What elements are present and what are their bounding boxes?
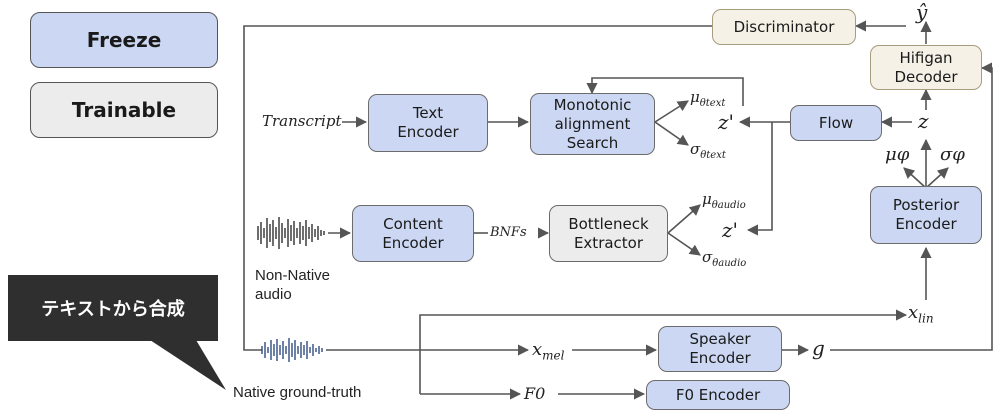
g-to-hifigan-line <box>830 62 993 351</box>
f0-encoder-box: F0 Encoder <box>646 380 790 410</box>
discriminator-box: Discriminator <box>712 9 856 45</box>
x-mel-label: xmel <box>532 339 565 363</box>
text-encoder-line2: Encoder <box>397 123 459 141</box>
sigma-theta-text-label: σθtext <box>690 140 726 161</box>
legend-freeze: Freeze <box>30 12 218 68</box>
x-lin-label: xlin <box>908 302 934 326</box>
non-native-audio-label: Non-Native audio <box>255 266 330 304</box>
content-encoder-line1: Content <box>383 214 443 233</box>
mas-line3: Search <box>566 133 619 152</box>
speaker-encoder-box: Speaker Encoder <box>658 326 782 372</box>
non-native-line2: audio <box>255 286 292 303</box>
z-label: z <box>918 109 929 133</box>
sigma-phi-label: σφ <box>940 144 965 165</box>
mas-line2: alignment <box>554 114 631 133</box>
hifigan-label-line2: Decoder <box>894 67 958 86</box>
legend-freeze-label: Freeze <box>86 27 162 52</box>
posterior-to-mu-phi <box>903 167 927 189</box>
transcript-label: Transcript <box>262 112 342 130</box>
disc-loop-line <box>243 25 712 351</box>
mas-to-sigma-text <box>654 121 689 146</box>
callout-bubble: テキストから合成 <box>8 275 218 341</box>
text-encoder-line1: Text <box>412 104 444 122</box>
mu-phi-label: μφ <box>885 144 910 165</box>
mas-loop-line <box>586 77 744 106</box>
f0-label: F0 <box>524 384 546 403</box>
bottleneck-to-sigma-audio <box>667 232 701 256</box>
zprime-vertical-line <box>746 122 773 236</box>
g-label: g <box>812 336 825 360</box>
flow-box: Flow <box>790 105 882 141</box>
bottleneck-line1: Bottleneck <box>568 214 649 233</box>
legend-trainable-label: Trainable <box>71 97 177 122</box>
bottleneck-line2: Extractor <box>573 233 644 252</box>
discriminator-label: Discriminator <box>733 17 835 36</box>
mu-theta-audio-label: μθaudio <box>702 190 746 211</box>
native-ground-truth-label: Native ground-truth <box>233 384 362 401</box>
f0-encoder-label: F0 Encoder <box>675 385 761 404</box>
z-prime-text-label: z' <box>718 110 735 134</box>
posterior-to-sigma-phi <box>925 167 949 189</box>
legend-trainable: Trainable <box>30 82 218 138</box>
xlin-line <box>419 309 908 394</box>
sigma-theta-audio-label: σθaudio <box>702 248 747 269</box>
mas-box: Monotonic alignment Search <box>530 93 655 155</box>
text-encoder-box: Text Encoder <box>368 94 488 152</box>
native-waveform <box>261 338 323 362</box>
bottleneck-to-mu-audio <box>667 204 701 234</box>
callout-tail <box>150 340 226 390</box>
bnfs-label: BNFs <box>490 225 527 240</box>
z-prime-audio-label: z' <box>722 218 739 242</box>
speaker-line1: Speaker <box>689 330 751 348</box>
mu-theta-text-label: μθtext <box>690 88 726 109</box>
callout-text: テキストから合成 <box>41 299 185 320</box>
non-native-line1: Non-Native <box>255 267 331 284</box>
mas-line1: Monotonic <box>553 95 632 114</box>
posterior-line2: Encoder <box>895 215 957 233</box>
y-hat-label: ŷ <box>916 0 928 24</box>
flow-label: Flow <box>818 113 854 132</box>
hifigan-label-line1: Hifigan <box>899 48 953 67</box>
non-native-waveform <box>257 217 325 249</box>
bottleneck-extractor-box: Bottleneck Extractor <box>549 205 668 262</box>
hifigan-decoder-box: Hifigan Decoder <box>870 45 982 90</box>
content-encoder-line2: Encoder <box>382 233 444 252</box>
mas-to-mu-text <box>654 100 689 123</box>
content-encoder-box: Content Encoder <box>352 205 474 262</box>
posterior-line1: Posterior <box>892 196 960 214</box>
posterior-encoder-box: Posterior Encoder <box>870 186 982 244</box>
speaker-line2: Encoder <box>689 349 751 367</box>
